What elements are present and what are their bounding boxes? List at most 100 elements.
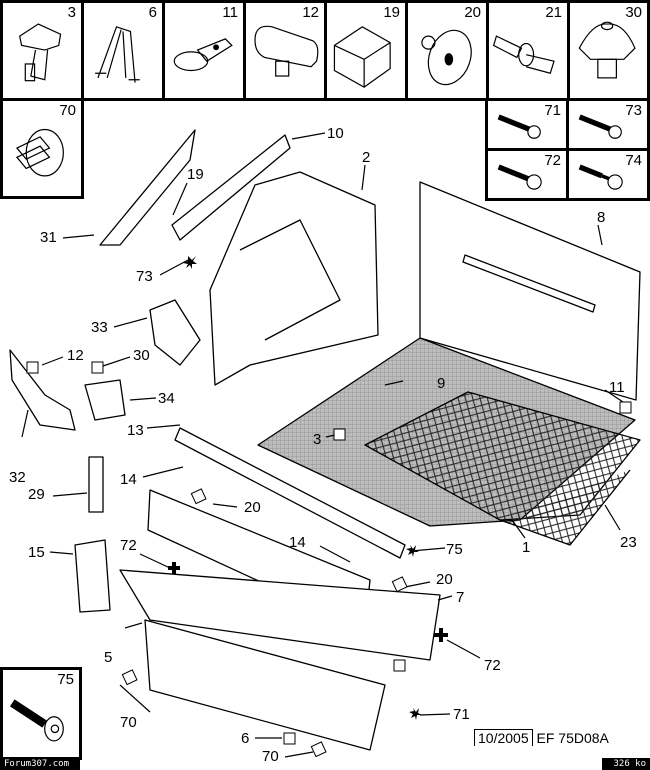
marker-20b	[391, 576, 408, 593]
callout-6: 6	[241, 730, 250, 747]
callout-34: 34	[158, 390, 175, 407]
diagram-reference: 10/2005 EF 75D08A	[474, 729, 609, 746]
marker-70b	[310, 741, 327, 758]
part-ref-3: 3	[67, 4, 76, 21]
side-trim-panel	[209, 171, 379, 386]
reference-code: EF 75D08A	[536, 730, 609, 746]
callout-14a: 14	[120, 471, 137, 488]
screw-icon	[578, 114, 622, 139]
part-box-12: 12	[243, 0, 327, 101]
lower-crossmember	[144, 619, 386, 751]
part-box-71: 71	[485, 98, 569, 151]
marker-12	[26, 361, 39, 374]
pillar-trim	[171, 134, 291, 241]
marker-11	[619, 401, 632, 414]
screw-icon	[497, 164, 542, 190]
jack-holder	[84, 379, 126, 421]
quarter-trim	[99, 129, 196, 246]
marker-72	[393, 659, 406, 672]
screw-icon	[497, 114, 541, 139]
clip-icon	[19, 23, 62, 82]
screw-marker-75	[406, 545, 419, 557]
part-ref-20: 20	[464, 4, 481, 21]
callout-72b: 72	[484, 657, 501, 674]
washer-rivet-icon	[421, 29, 472, 86]
part-box-75: 75	[0, 667, 82, 760]
part-box-21: 21	[486, 0, 570, 101]
marker-30	[91, 361, 104, 374]
part-ref-70: 70	[59, 102, 76, 119]
callout-15: 15	[28, 544, 45, 561]
callout-9: 9	[437, 375, 446, 392]
callout-32: 32	[9, 469, 26, 486]
part-ref-74: 74	[625, 152, 642, 169]
callout-70b: 70	[262, 748, 279, 765]
part-box-11: 11	[162, 0, 246, 101]
callout-72a: 72	[120, 537, 137, 554]
screw-marker-72a	[168, 562, 180, 574]
part-box-70: 70	[0, 98, 84, 199]
part-box-73: 73	[566, 98, 650, 151]
block-clip-icon	[333, 26, 391, 88]
part-ref-72: 72	[544, 152, 561, 169]
marker-6	[283, 732, 296, 745]
part-box-20: 20	[405, 0, 489, 101]
callout-20b: 20	[436, 571, 453, 588]
callout-10: 10	[327, 125, 344, 142]
part-ref-21: 21	[545, 4, 562, 21]
callout-14b: 14	[289, 534, 306, 551]
part-box-74: 74	[566, 148, 650, 201]
callout-33: 33	[91, 319, 108, 336]
part-ref-73: 73	[625, 102, 642, 119]
callout-1: 1	[522, 539, 531, 556]
rear-seat-panel	[419, 181, 641, 401]
marker-3	[333, 428, 346, 441]
part-ref-6: 6	[148, 4, 157, 21]
callout-71: 71	[453, 706, 470, 723]
callout-7: 7	[456, 589, 465, 606]
rear-crossmember	[119, 569, 441, 661]
reference-date: 10/2005	[474, 729, 533, 746]
callout-12: 12	[67, 347, 84, 364]
screw-marker-73	[183, 256, 197, 269]
part-box-6: 6	[81, 0, 165, 101]
cone-clip-icon	[578, 21, 636, 79]
part-ref-71: 71	[544, 102, 561, 119]
part-box-3: 3	[0, 0, 84, 101]
callout-5: 5	[104, 649, 113, 666]
part-ref-75: 75	[57, 671, 74, 688]
part-box-72: 72	[485, 148, 569, 201]
callout-2: 2	[362, 149, 371, 166]
part-box-19: 19	[324, 0, 408, 101]
jack-support	[74, 539, 111, 613]
callout-20a: 20	[244, 499, 261, 516]
callout-75: 75	[446, 541, 463, 558]
callout-19: 19	[187, 166, 204, 183]
footer-file-size: 326 ko	[602, 758, 650, 770]
luggage-net	[364, 391, 641, 521]
callout-3: 3	[313, 431, 322, 448]
callout-13: 13	[127, 422, 144, 439]
lashing-ring-icon	[173, 38, 233, 72]
callout-70a: 70	[120, 714, 137, 731]
footer-site: Forum307.com	[0, 758, 80, 770]
callout-8: 8	[597, 209, 606, 226]
screw-marker-72b	[434, 628, 448, 642]
jack-cylinder	[88, 456, 104, 513]
pin-fastener-icon	[492, 35, 555, 74]
expanding-clip-icon	[15, 128, 64, 177]
callout-30: 30	[133, 347, 150, 364]
sill-rod	[174, 427, 406, 559]
part-ref-30: 30	[625, 4, 642, 21]
push-button-icon	[254, 25, 319, 77]
trim-bracket	[149, 299, 201, 366]
part-ref-11: 11	[222, 4, 238, 21]
callout-11: 11	[609, 379, 625, 396]
callout-23: 23	[620, 534, 637, 551]
spring-clip-icon	[95, 26, 140, 83]
part-box-30: 30	[567, 0, 650, 101]
part-ref-19: 19	[383, 4, 400, 21]
part-ref-12: 12	[302, 4, 319, 21]
marker-70a	[121, 669, 138, 686]
